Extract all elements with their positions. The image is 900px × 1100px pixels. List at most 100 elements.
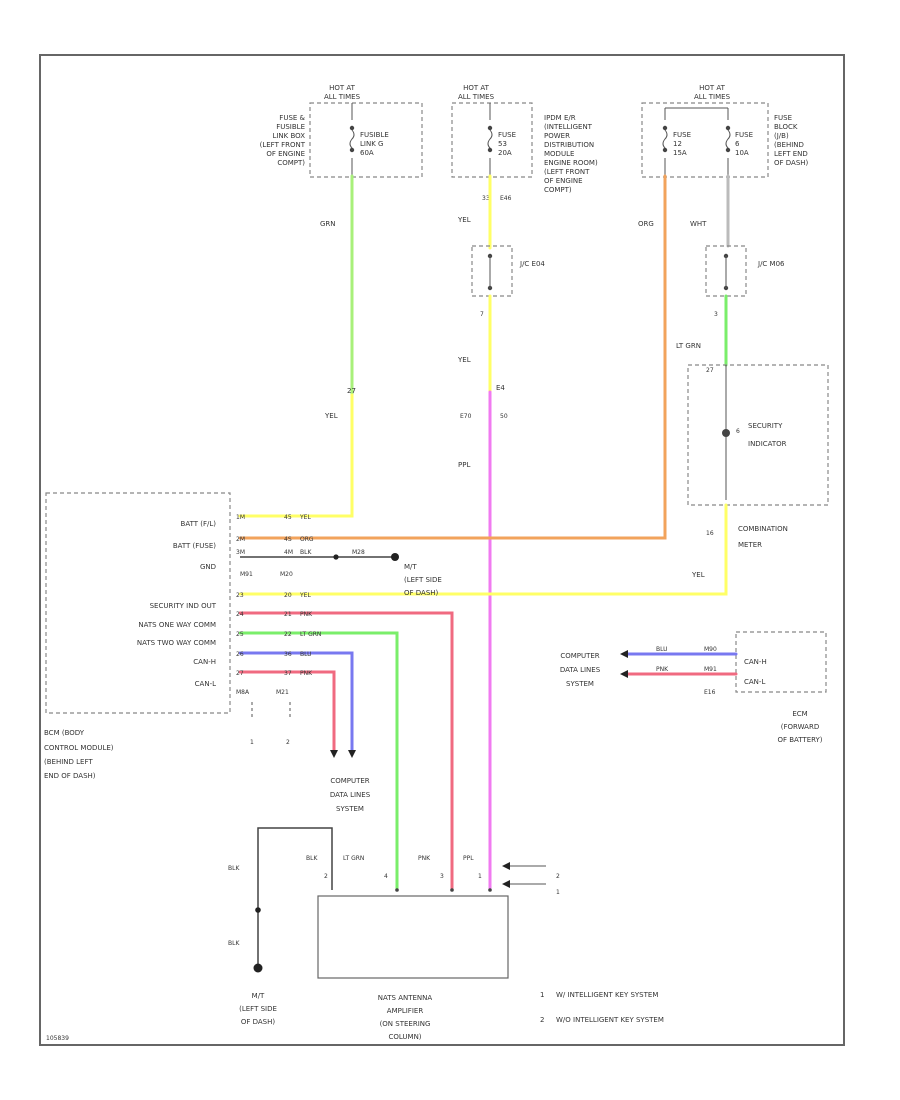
connector-pin: M20 — [280, 571, 293, 578]
wire-label-pnk: PNK — [300, 670, 313, 677]
note-ref: 1 — [250, 739, 254, 746]
arrow-icon — [502, 862, 510, 888]
fuse3-terminal — [725, 147, 731, 153]
ground-label: (LEFT SIDE — [239, 1005, 277, 1013]
ecm-label: ECM — [792, 710, 807, 718]
connector-pin: M90 — [704, 646, 717, 653]
wire-lt-grn-nats-two-way — [238, 631, 399, 892]
connector-pin: 20 — [284, 592, 292, 599]
ecm-box — [735, 631, 827, 693]
arrow-icon — [330, 750, 356, 758]
wire-label-blu: BLU — [656, 646, 668, 653]
ground-icon — [253, 963, 263, 973]
fuse3-box — [641, 102, 769, 178]
fuse2-location: OF ENGINE — [544, 177, 583, 185]
fuse1-location: OF ENGINE — [266, 150, 305, 158]
nats-label: (ON STEERING — [380, 1020, 431, 1028]
meter-box — [687, 364, 829, 506]
fuse1-location: FUSIBLE — [276, 123, 305, 131]
combination-meter: 27 6 SECURITY INDICATOR 16 COMBINATION M… — [687, 364, 829, 549]
nats-antenna-amplifier: BLK LT GRN PNK PPL 2 4 3 1 NATS ANTENNA … — [306, 855, 509, 1041]
bcm-label: END OF DASH) — [44, 772, 96, 780]
computer-data-lines-label: SYSTEM — [566, 680, 594, 688]
wire-blk-nats-gnd — [257, 827, 333, 968]
ecm-pin-label: CAN-H — [744, 658, 767, 666]
connector-pin: 16 — [706, 530, 714, 537]
fuse2-element-icon — [487, 129, 493, 149]
connector-terminal — [450, 888, 454, 892]
wire-label-lt-grn: LT GRN — [300, 631, 321, 638]
security-indicator-label: INDICATOR — [748, 440, 787, 448]
fuse2-location: DISTRIBUTION — [544, 141, 594, 149]
wire-label-blk: BLK — [228, 865, 240, 872]
meter-label: METER — [738, 541, 762, 549]
fuse3-name: 15A — [673, 149, 687, 157]
fuse-block-jb: HOT AT ALL TIMES FUSE 12 15A FUSE 6 10A … — [641, 84, 809, 178]
bcm-box — [45, 492, 231, 714]
fuse3-terminal — [662, 147, 668, 153]
fuse1-location: COMPT) — [277, 159, 305, 167]
wire-label-orn: ORG — [638, 220, 654, 228]
wire-label-grn: GRN — [320, 220, 336, 228]
ground-label: (LEFT SIDE — [404, 576, 442, 584]
wire-pnk-nats-one-way — [238, 611, 454, 892]
wire-label-pnk: PNK — [418, 855, 431, 862]
nats-box — [317, 895, 509, 979]
security-indicator-label: SECURITY — [748, 422, 783, 430]
connector-pin: 7 — [480, 311, 484, 318]
connector-pin: M8A — [236, 689, 250, 696]
wire-label-ppl: PPL — [463, 855, 474, 862]
diagram-code: 105839 — [46, 1035, 69, 1042]
computer-data-lines-label: COMPUTER — [330, 777, 369, 785]
fuse1-box — [309, 102, 423, 178]
wire-label-blk: BLK — [300, 549, 312, 556]
bcm-label: (BEHIND LEFT — [44, 758, 93, 766]
wire-yel-security-ind — [238, 503, 728, 596]
connector-pin: M91 — [704, 666, 717, 673]
bcm-pin-label: CAN-H — [193, 658, 216, 666]
arrow-icon — [620, 650, 628, 678]
wire-label-orn: ORG — [300, 536, 314, 543]
fuse1-location: (LEFT FRONT — [260, 141, 306, 149]
connector-pin: 45 — [284, 514, 292, 521]
connector-pin: 27 — [706, 367, 714, 374]
connector-pin: E4 — [496, 384, 505, 392]
connector-pin: 24 — [236, 611, 244, 618]
wire-label-yel: YEL — [324, 412, 338, 420]
fuse3-name: 12 — [673, 140, 682, 148]
connector-pin: 1M — [236, 514, 245, 521]
connector-pin: 2 — [324, 873, 328, 880]
note-ref: 2 — [556, 873, 560, 880]
fusible-link-g: HOT AT ALL TIMES FUSIBLE LINK G 60A FUSE… — [260, 84, 423, 178]
connector-pin: M91 — [240, 571, 253, 578]
fuse3-name: 10A — [735, 149, 749, 157]
fuse2-name: 53 — [498, 140, 507, 148]
wire-label-blu: BLU — [300, 651, 312, 658]
fuse2-box — [451, 102, 533, 178]
connector-terminal — [488, 888, 492, 892]
ipdm-fuse-53: HOT AT ALL TIMES FUSE 53 20A IPDM E/R (I… — [451, 84, 598, 194]
connector-pin: 3M — [236, 549, 245, 556]
legend: 1 W/ INTELLIGENT KEY SYSTEM 2 W/O INTELL… — [540, 991, 664, 1024]
fuse3-element-icon — [662, 129, 668, 149]
ground-label: M/T — [404, 563, 417, 571]
wire-label-yel: YEL — [457, 356, 471, 364]
fuse1-name: 60A — [360, 149, 374, 157]
note-leader — [508, 865, 546, 885]
ecm-module: CAN-H CAN-L E16 ECM (FORWARD OF BATTERY) — [704, 631, 827, 744]
fuse3-name: FUSE — [735, 131, 753, 139]
jc-m06-label: J/C M06 — [757, 260, 785, 268]
bcm-label: BCM (BODY — [44, 729, 85, 737]
wire-blu-can-h — [238, 651, 354, 754]
wire-label-pnk: PNK — [300, 611, 313, 618]
wire-pnk-can-l — [238, 670, 336, 754]
computer-data-lines-label: SYSTEM — [336, 805, 364, 813]
fuse2-location: MODULE — [544, 150, 574, 158]
connector-pin: 1 — [478, 873, 482, 880]
fuse1-name: FUSIBLE — [360, 131, 389, 139]
fuse1-location: FUSE & — [279, 114, 305, 122]
nats-label: NATS ANTENNA — [378, 994, 433, 1002]
bcm-pin-label: NATS TWO WAY COMM — [137, 639, 216, 647]
note-ref: 1 — [556, 889, 560, 896]
